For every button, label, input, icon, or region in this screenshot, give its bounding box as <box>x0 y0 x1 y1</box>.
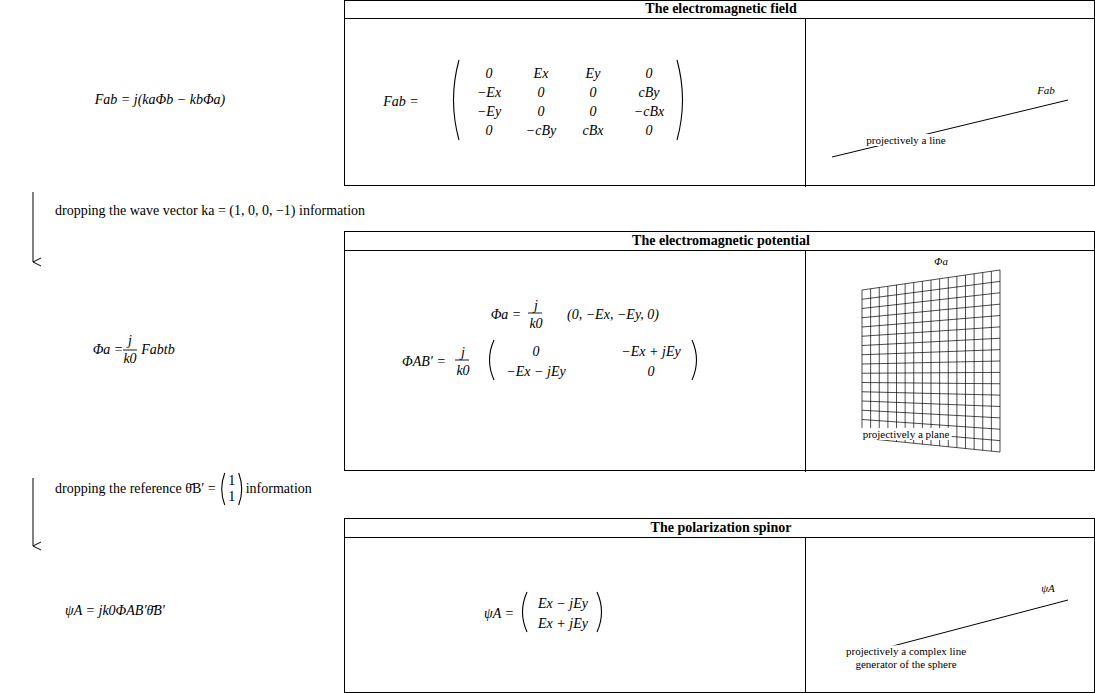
math-term: k0 <box>456 363 469 378</box>
math-term: −Ex + jEy <box>621 344 680 359</box>
formula: Fabtb <box>141 342 174 357</box>
grid-line <box>862 383 1000 384</box>
projective-line <box>832 100 1068 157</box>
grid-line <box>991 271 992 451</box>
grid-line <box>862 438 1000 452</box>
illustration-label: Fab <box>1037 84 1055 96</box>
illustration-label: projectively a complex line generator of… <box>829 645 983 670</box>
illustration-label: projectively a plane <box>861 428 952 440</box>
grid-line <box>862 361 1000 364</box>
spinor-panel: The polarization spinor ψA = Ex − jEy Ex + … <box>344 518 1095 693</box>
math-term: cBx <box>583 123 604 138</box>
math-term: −cBy <box>526 123 556 138</box>
math-term: Φa = <box>491 307 522 322</box>
math-term: Ex + jEy <box>538 616 588 631</box>
math-term: 0 <box>590 104 597 119</box>
grid-line <box>965 275 966 449</box>
step-note: dropping the wave vector ka = (1, 0, 0, … <box>55 203 365 218</box>
step-note: information <box>246 481 312 496</box>
vector-bracket <box>239 473 242 505</box>
matrix-cell: ψA = Ex − jEy Ex + jEy <box>345 537 806 693</box>
grid-line <box>939 279 940 446</box>
potential-panel: The electromagnetic potential Φa = j k0 (0, … <box>344 231 1095 471</box>
vector-entry: 1 <box>228 473 235 488</box>
math-term: j <box>534 298 538 313</box>
vector-bracket <box>222 473 242 505</box>
illustration-label: projectively a line <box>864 134 947 146</box>
math-term: −Ey <box>477 104 501 119</box>
grid-line <box>982 273 983 451</box>
illustration-cell: Φa projectively a plane <box>806 250 1095 472</box>
math-term: 0 <box>538 104 545 119</box>
math-term: Ey <box>586 66 601 81</box>
formula: k0 <box>123 351 136 366</box>
illustration-cell: Fab projectively a line <box>806 18 1095 187</box>
flow-arrow <box>33 192 34 262</box>
panel-heading: The electromagnetic potential <box>632 233 810 248</box>
math-term: Fab = <box>383 94 419 109</box>
math-term: ψA = <box>484 606 514 621</box>
math-term: 0 <box>590 85 597 100</box>
matrix-bracket <box>523 592 528 632</box>
formula: Fab = j(kaΦb − kbΦa) <box>95 92 225 107</box>
grid-line <box>862 372 1000 374</box>
vector-entry: 1 <box>228 489 235 504</box>
math-term: −cBx <box>634 104 664 119</box>
math-term: 0 <box>486 123 493 138</box>
grid-line <box>1000 270 1001 452</box>
formula: ψA = jk0ΦAB′θ̄B′ <box>65 603 165 618</box>
vector-bracket <box>222 473 225 505</box>
math-term: (0, −Ex, −Ey, 0) <box>567 307 659 322</box>
panel-heading: The polarization spinor <box>651 520 792 535</box>
flow-arrow <box>33 478 34 546</box>
math-term: ΦAB′ = <box>402 354 446 369</box>
matrix-bracket <box>597 592 602 632</box>
matrix-bracket <box>677 60 683 140</box>
math-term: 0 <box>486 66 493 81</box>
math-term: cBy <box>639 85 660 100</box>
panel-heading: The electromagnetic field <box>645 1 796 16</box>
formula: Φa = <box>93 342 124 357</box>
grid-line <box>862 410 1000 418</box>
math-term: 0 <box>538 85 545 100</box>
math-term: 0 <box>646 123 653 138</box>
fraction-bar <box>123 350 137 351</box>
math-term: k0 <box>529 316 542 331</box>
matrix-bracket <box>692 340 697 380</box>
formula: j <box>128 333 132 348</box>
math-term: j <box>461 345 465 360</box>
matrix-cell: Fab = 0 Ex Ey 0 −Ex 0 0 cBy −Ey 0 0 −cBx 0 −cBy cBx 0 <box>345 18 806 187</box>
grid-line <box>956 276 957 447</box>
matrix-cell: Φa = j k0 (0, −Ex, −Ey, 0) ΦAB′ = j k0 0 −Ex + j… <box>345 250 806 472</box>
step-note: dropping the reference θ̄B′ = <box>55 481 216 496</box>
math-term: Ex <box>534 66 549 81</box>
matrix-bracket <box>454 60 460 140</box>
illustration-cell: ψA projectively a complex line generator … <box>806 537 1095 693</box>
math-term: 0 <box>646 66 653 81</box>
projective-plane-grid <box>862 270 1000 452</box>
math-term: −Ex − jEy <box>506 364 565 379</box>
grid-line <box>948 278 949 447</box>
grid-line <box>862 401 1000 407</box>
grid-line <box>974 274 975 450</box>
field-panel: The electromagnetic fieldFab = 0 Ex Ey 0 −Ex 0… <box>344 0 1095 186</box>
grid-line <box>862 392 1000 395</box>
matrix-bracket <box>490 340 495 380</box>
math-term: 0 <box>648 364 655 379</box>
math-term: −Ex <box>477 85 501 100</box>
illustration-label: ψA <box>1041 582 1055 594</box>
math-term: Ex − jEy <box>538 596 588 611</box>
illustration-label: Φa <box>934 255 948 267</box>
math-term: 0 <box>533 344 540 359</box>
